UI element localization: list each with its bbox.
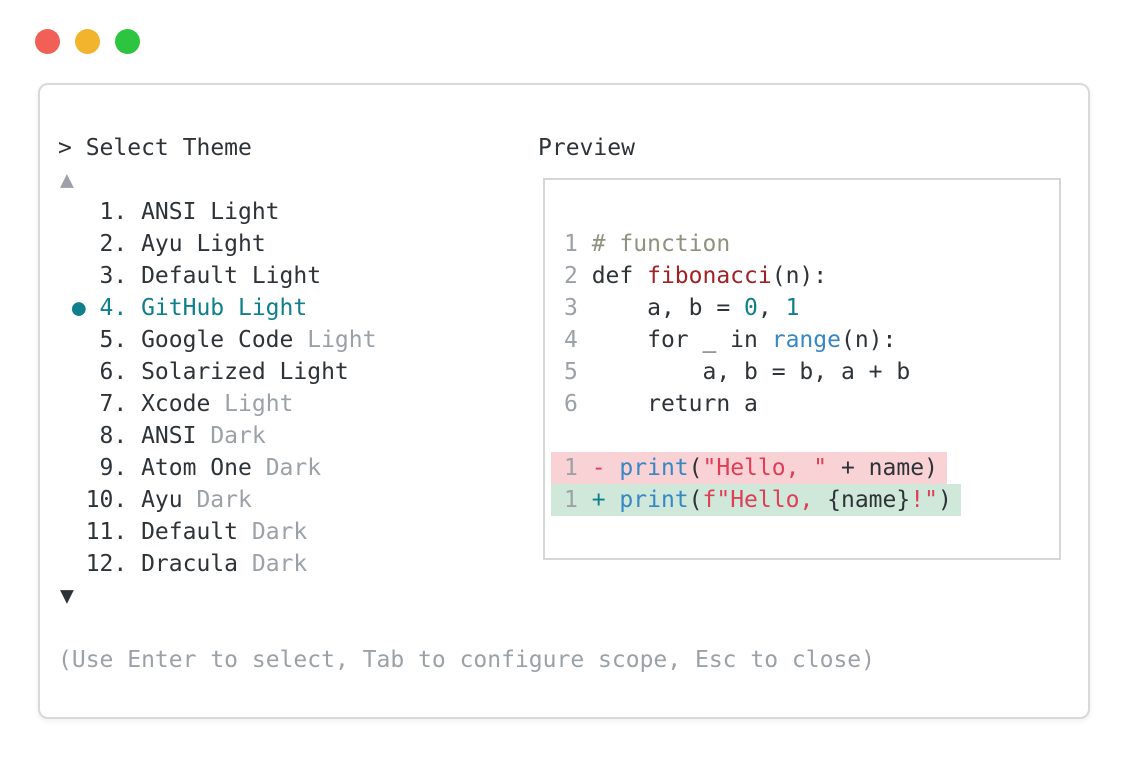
diff-added-line: 1 + print(f"Hello, {name}!") [551,484,1059,516]
code-line: 6 return a [564,391,758,417]
selected-item-bullet: ● [71,295,86,321]
theme-item-number: 1. [99,199,128,225]
theme-list-item[interactable]: 9. Atom One Dark [58,452,376,484]
theme-item-label: Ayu Dark [141,487,252,513]
line-number: 3 [564,295,592,321]
theme-list-item[interactable]: 2. Ayu Light [58,228,376,260]
theme-list-item[interactable]: 7. Xcode Light [58,388,376,420]
preview-title: Preview [538,135,635,161]
theme-item-number: 3. [99,263,128,289]
theme-item-label: Ayu Light [141,231,266,257]
line-number: 1 [564,487,592,513]
theme-item-number: 12. [85,551,128,577]
preview-panel: 1 # function 2 def fibonacci(n): 3 a, b = … [543,178,1061,560]
minimize-button[interactable] [75,29,100,54]
theme-list-item[interactable]: ● 4. GitHub Light [58,292,376,324]
theme-item-label: ANSI Light [141,199,280,225]
theme-item-label: GitHub Light [141,295,308,321]
code-line: 5 a, b = b, a + b [564,359,911,385]
code-preview: 1 # function 2 def fibonacci(n): 3 a, b = … [545,180,1059,516]
theme-item-number: 6. [99,359,128,385]
scroll-down-icon[interactable]: ▼ [60,583,74,609]
window-controls [35,29,155,54]
theme-list-item[interactable]: 10. Ayu Dark [58,484,376,516]
theme-list-item[interactable]: 6. Solarized Light [58,356,376,388]
picker-prompt: > Select Theme [58,135,252,161]
line-number: 6 [564,391,592,417]
code-line: 3 a, b = 0, 1 [564,295,800,321]
code-line [564,420,1059,452]
line-number: 1 [564,231,592,257]
theme-item-label: Default Dark [141,519,308,545]
diff-removed-line: 1 - print("Hello, " + name) [551,452,1059,484]
code-line: 1 # function [564,231,731,257]
line-number: 1 [564,455,592,481]
line-number: 2 [564,263,592,289]
theme-item-number: 9. [99,455,128,481]
theme-item-label: Solarized Light [141,359,349,385]
theme-item-label: Dracula Dark [141,551,308,577]
theme-item-label: ANSI Dark [141,423,266,449]
close-button[interactable] [35,29,60,54]
theme-item-number: 10. [85,487,128,513]
theme-item-number: 2. [99,231,128,257]
theme-item-number: 7. [99,391,128,417]
code-line: 4 for _ in range(n): [564,327,897,353]
theme-item-number: 8. [99,423,128,449]
theme-item-label: Google Code Light [141,327,377,353]
line-number: 5 [564,359,592,385]
theme-item-label: Atom One Dark [141,455,322,481]
theme-list-item[interactable]: 12. Dracula Dark [58,548,376,580]
zoom-button[interactable] [115,29,140,54]
theme-list-item[interactable]: 3. Default Light [58,260,376,292]
code-line: 2 def fibonacci(n): [564,263,828,289]
theme-list: 1. ANSI Light 2. Ayu Light 3. Default Light ● 4… [58,196,377,580]
line-number: 4 [564,327,592,353]
theme-list-item[interactable]: 5. Google Code Light [58,324,377,356]
theme-item-number: 5. [99,327,128,353]
theme-list-item[interactable]: 8. ANSI Dark [58,420,376,452]
theme-item-label: Xcode Light [141,391,294,417]
keyboard-hint: (Use Enter to select, Tab to configure s… [58,647,875,673]
theme-item-label: Default Light [141,263,322,289]
theme-item-number: 4. [99,295,128,321]
theme-list-item[interactable]: 11. Default Dark [58,516,376,548]
theme-list-item[interactable]: 1. ANSI Light [58,196,376,228]
scroll-up-icon[interactable]: ▲ [60,167,74,193]
theme-item-number: 11. [85,519,128,545]
